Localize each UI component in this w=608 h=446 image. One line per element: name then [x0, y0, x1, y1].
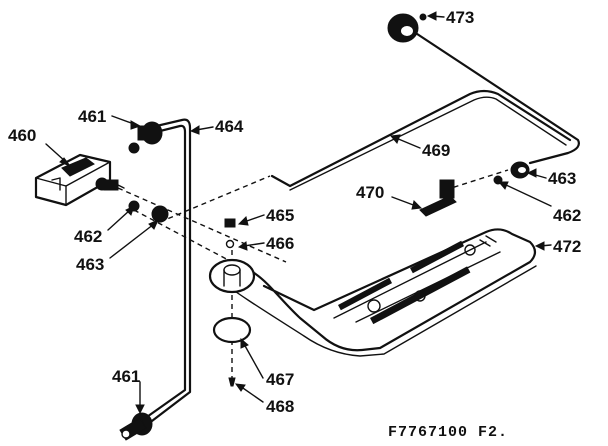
- part-464-tube: [142, 118, 192, 426]
- label-460: 460: [8, 126, 36, 145]
- part-463-left-orifice: [151, 205, 169, 223]
- part-461-bottom-fitting: [119, 412, 153, 441]
- label-467: 467: [266, 370, 294, 389]
- label-463-left: 463: [76, 255, 104, 274]
- part-467-plate: [212, 316, 252, 344]
- part-burner-hub: [208, 258, 256, 294]
- part-463-right-fitting: [493, 161, 530, 185]
- part-460-valve-block: [34, 153, 125, 207]
- label-470: 470: [356, 183, 384, 202]
- label-461-top: 461: [78, 107, 106, 126]
- part-469-tube: [270, 22, 580, 191]
- label-468: 468: [266, 397, 294, 416]
- label-469: 469: [422, 141, 450, 160]
- label-466: 466: [266, 234, 294, 253]
- label-464: 464: [215, 117, 244, 136]
- label-472: 472: [553, 237, 581, 256]
- figure-code: F7767100 F2.: [388, 424, 508, 441]
- part-466-washer: [225, 239, 235, 249]
- label-465: 465: [266, 206, 294, 225]
- part-465-nut: [224, 218, 236, 228]
- label-462-right: 462: [553, 206, 581, 225]
- part-468-screw: [228, 377, 236, 387]
- part-461-top-fitting: [128, 121, 163, 154]
- part-473-connector: [387, 13, 427, 43]
- leader-lines: [45, 11, 552, 415]
- part-472-burner: [213, 228, 537, 357]
- label-463-right: 463: [548, 169, 576, 188]
- part-470-clip: [419, 179, 457, 217]
- label-461-bottom: 461: [112, 367, 140, 386]
- label-473: 473: [446, 8, 474, 27]
- label-462-left: 462: [74, 227, 102, 246]
